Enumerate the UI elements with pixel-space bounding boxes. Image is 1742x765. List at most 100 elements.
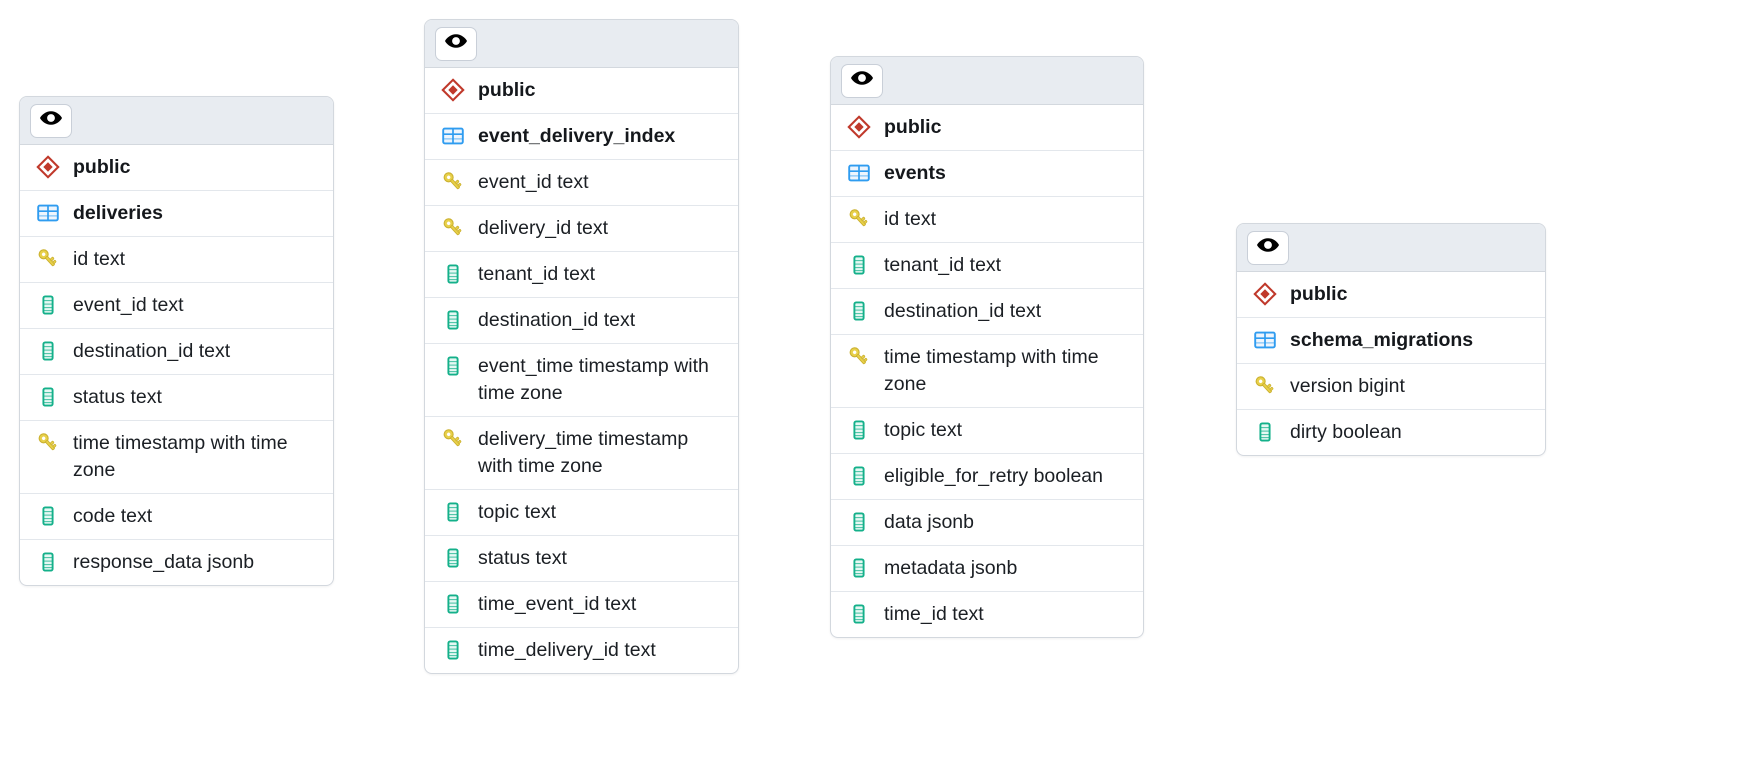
table-name-label: public <box>1290 283 1348 305</box>
table-row[interactable]: response_data jsonb <box>20 540 333 585</box>
column-icon-glyph <box>853 301 865 321</box>
key-icon <box>441 170 465 194</box>
column-label: metadata jsonb <box>884 557 1018 579</box>
table-name-label: public <box>478 79 536 101</box>
eye-icon-glyph <box>40 111 62 125</box>
key-icon <box>1253 374 1277 398</box>
schema-row[interactable]: public <box>831 105 1143 151</box>
eye-icon-glyph <box>445 34 467 48</box>
table-name-row[interactable]: deliveries <box>20 191 333 237</box>
table-name-row[interactable]: schema_migrations <box>1237 318 1545 364</box>
column-icon <box>441 592 465 616</box>
column-label: time_id text <box>884 603 984 625</box>
table-row[interactable]: delivery_id text <box>425 206 738 252</box>
table-row[interactable]: event_time timestamp with time zone <box>425 344 738 417</box>
column-label: event_id text <box>73 294 184 316</box>
eye-icon <box>443 28 469 59</box>
column-icon <box>441 546 465 570</box>
table-row[interactable]: version bigint <box>1237 364 1545 410</box>
table-row[interactable]: eligible_for_retry boolean <box>831 454 1143 500</box>
table-grid-icon-glyph <box>37 204 59 222</box>
table-row[interactable]: metadata jsonb <box>831 546 1143 592</box>
column-icon-glyph <box>853 512 865 532</box>
table-row[interactable]: event_id text <box>20 283 333 329</box>
schema-row[interactable]: public <box>20 145 333 191</box>
toggle-visibility-button[interactable] <box>435 26 477 61</box>
table-row[interactable]: id text <box>20 237 333 283</box>
column-label: delivery_time timestamp with time zone <box>478 428 694 477</box>
column-icon-glyph <box>853 604 865 624</box>
table-row[interactable]: event_id text <box>425 160 738 206</box>
key-icon <box>36 431 60 455</box>
table-row[interactable]: id text <box>831 197 1143 243</box>
table-row[interactable]: time timestamp with time zone <box>831 335 1143 408</box>
table-row[interactable]: delivery_time timestamp with time zone <box>425 417 738 490</box>
column-icon-glyph <box>853 420 865 440</box>
key-icon <box>36 247 60 271</box>
table-row[interactable]: tenant_id text <box>425 252 738 298</box>
table-row[interactable]: status text <box>425 536 738 582</box>
column-icon <box>847 602 871 626</box>
column-label: dirty boolean <box>1290 421 1402 443</box>
schema-diamond-icon <box>441 78 465 102</box>
table-name-label: deliveries <box>73 202 163 224</box>
schema-diamond-icon <box>36 155 60 179</box>
column-icon-glyph <box>1259 422 1271 442</box>
column-icon-glyph <box>447 548 459 568</box>
column-icon <box>36 293 60 317</box>
table-name-row[interactable]: events <box>831 151 1143 197</box>
table-name-row[interactable]: event_delivery_index <box>425 114 738 160</box>
key-icon-glyph <box>1255 376 1274 394</box>
column-icon-glyph <box>447 356 459 376</box>
column-label: delivery_id text <box>478 217 609 239</box>
table-row[interactable]: code text <box>20 494 333 540</box>
column-icon-glyph <box>853 255 865 275</box>
table-row[interactable]: tenant_id text <box>831 243 1143 289</box>
table-name-label: schema_migrations <box>1290 329 1474 351</box>
schema-row[interactable]: public <box>425 68 738 114</box>
table-row[interactable]: time_event_id text <box>425 582 738 628</box>
table-row[interactable]: topic text <box>425 490 738 536</box>
schema-row[interactable]: public <box>1237 272 1545 318</box>
table-name-label: events <box>884 162 946 184</box>
table-card-deliveries[interactable]: public deliveries id text event_id text dest… <box>19 96 334 586</box>
table-row[interactable]: status text <box>20 375 333 421</box>
eye-icon <box>849 65 875 96</box>
schema-diamond-icon-glyph <box>441 78 465 102</box>
column-icon <box>441 638 465 662</box>
table-name-label: public <box>73 156 131 178</box>
table-row[interactable]: topic text <box>831 408 1143 454</box>
table-row[interactable]: destination_id text <box>425 298 738 344</box>
eye-icon-glyph <box>851 71 873 85</box>
key-icon-glyph <box>443 218 462 236</box>
schema-diamond-icon <box>847 115 871 139</box>
toggle-visibility-button[interactable] <box>1247 230 1289 265</box>
eye-icon-glyph <box>1257 238 1279 252</box>
column-icon-glyph <box>42 295 54 315</box>
column-icon <box>441 262 465 286</box>
table-row[interactable]: destination_id text <box>831 289 1143 335</box>
table-row[interactable]: time timestamp with time zone <box>20 421 333 494</box>
table-row[interactable]: dirty boolean <box>1237 410 1545 455</box>
column-icon-glyph <box>447 640 459 660</box>
column-icon-glyph <box>447 264 459 284</box>
key-icon <box>441 216 465 240</box>
toggle-visibility-button[interactable] <box>841 63 883 98</box>
toggle-visibility-button[interactable] <box>30 103 72 138</box>
card-header-events <box>831 57 1143 105</box>
table-row[interactable]: destination_id text <box>20 329 333 375</box>
schema-diamond-icon-glyph <box>36 155 60 179</box>
column-label: destination_id text <box>478 309 636 331</box>
column-icon-glyph <box>447 310 459 330</box>
table-row[interactable]: time_id text <box>831 592 1143 637</box>
table-row[interactable]: time_delivery_id text <box>425 628 738 673</box>
table-grid-icon-glyph <box>1254 331 1276 349</box>
column-label: id text <box>884 208 937 230</box>
column-icon-glyph <box>447 594 459 614</box>
column-icon <box>847 556 871 580</box>
table-row[interactable]: data jsonb <box>831 500 1143 546</box>
column-label: time timestamp with time zone <box>73 432 293 481</box>
